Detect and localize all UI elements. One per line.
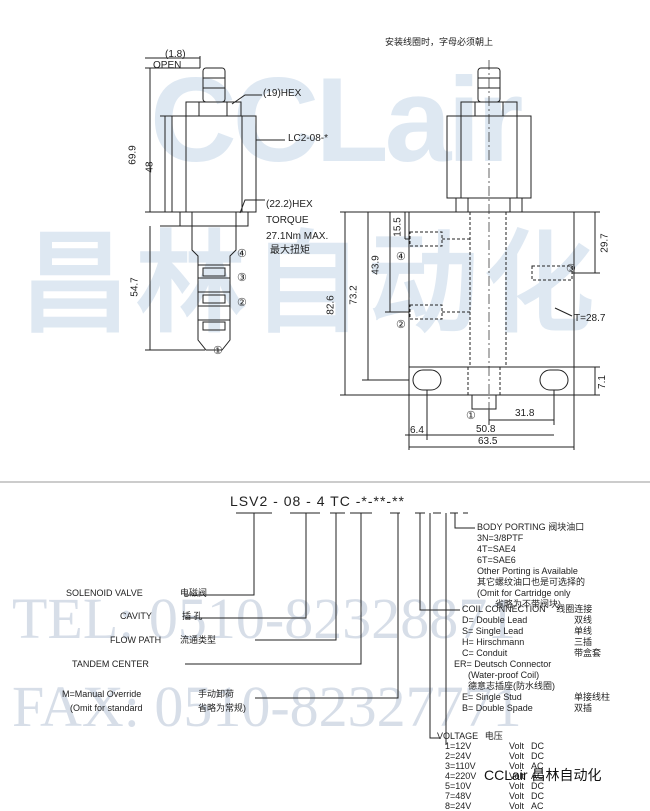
port-1-left: ① [213,345,223,357]
coil-option: ER= Deutsch Connector [454,659,552,669]
code-tandem: TC [330,493,351,509]
coil-option: 德意志插座(防水线圈) [468,681,555,691]
port-2-right: ② [396,319,406,331]
body-porting-line: Other Porting is Available [477,566,578,576]
code-base: LSV2 [230,493,269,509]
dim-43-9: 43.9 [370,255,382,275]
dim-31-8: 31.8 [515,408,535,419]
coil-connection-title: COIL CONNECTION [462,604,546,614]
label-solenoid-valve: SOLENOID VALVE [66,588,143,598]
header-note: 安装线圈时，字母必须朝上 [385,37,494,47]
dim-7-1: 7.1 [596,375,608,389]
dim-54-7: 54.7 [129,277,141,297]
valve-nut-top [185,101,242,117]
dim-63-5: 63.5 [478,436,498,447]
body-porting-line: 3N=3/8PTF [477,533,524,543]
body-porting-line: (Omit for Cartridge only [477,588,571,598]
code-cavity: 08 [283,493,302,509]
port-3-left: ③ [237,272,247,284]
valve-knob [202,67,226,103]
dim-73-2: 73.2 [348,285,360,305]
port-3-right: ③ [566,263,576,275]
voltage-title-cn: 电压 [484,731,503,741]
label-flow-path-cn: 流通类型 [180,635,217,645]
port-4-right: ④ [396,251,406,263]
dim-6-4: 6.4 [410,425,424,436]
port-2-left: ② [237,297,247,309]
torque-cn: 最大扭矩 [270,245,310,256]
label-flow-path: FLOW PATH [110,635,162,645]
port-4-left: ④ [237,248,247,260]
torque-value: 27.1Nm MAX. [266,231,329,242]
body-porting: BODY PORTING 阀块油口 3N=3/8PTF 4T=SAE4 6T=S… [477,522,585,610]
label-cavity: CAVITY [120,611,152,621]
model-code: LSV2 - 08 - 4 TC -*-**-** [230,493,405,509]
body-porting-line: 4T=SAE4 [477,544,516,554]
valve-cartridge [191,225,237,351]
watermark-fax: FAX: 0510-82327771 [12,674,522,739]
label-manual-override-cn: 手动卸荷 [198,689,235,699]
watermark-logo-cn: 昌林自动化 [20,223,600,346]
dim-t-28-7: T=28.7 [574,313,606,324]
label-tandem-center: TANDEM CENTER [72,659,149,669]
body-porting-line: 6T=SAE6 [477,555,516,565]
port-1-right: ① [466,410,476,422]
open-dim-value: (1.8) [165,49,186,60]
body-porting-line: 其它螺纹油口也是可选择的 [477,577,586,587]
dim-82-6: 82.6 [325,295,337,315]
valve-hex-nut [179,211,249,227]
manifold-block [408,211,575,368]
mounting-flange [408,367,575,396]
open-dim-label: OPEN [153,60,182,71]
dim-15-5: 15.5 [392,217,404,237]
torque-label: TORQUE [266,215,309,226]
label-omit-standard-cn: 省略为常规) [198,703,246,713]
voltage-title: VOLTAGE [437,731,479,741]
dim-69-9: 69.9 [127,145,139,165]
code-tail: -*-**-** [355,493,405,509]
hex22-label: (22.2)HEX [266,199,313,210]
dim-48: 48 [144,161,156,173]
body-porting-line: 省略为不带阀块) [495,599,561,609]
body-porting-title: BODY PORTING [477,522,546,532]
label-manual-override: M=Manual Override [62,689,142,699]
dim-29-7: 29.7 [599,233,611,253]
dim-50-8: 50.8 [476,424,496,435]
hex19-label: (19)HEX [263,88,302,99]
code-flow: 4 [316,493,326,509]
label-solenoid-valve-cn: 电磁阀 [180,588,208,598]
coil-connection-title-cn: 线圈连接 [556,604,593,614]
valve-coil-body [171,115,257,213]
coil-label: LC2-08-* [288,133,329,144]
coil-option: (Water-proof Coil) [468,670,540,680]
label-omit-standard: (Omit for standard [70,703,143,713]
body-porting-title-cn: 阀块油口 [548,522,585,532]
brand-footer: CCLair 昌林自动化 [484,767,602,783]
label-cavity-cn: 插 孔 [182,611,203,621]
